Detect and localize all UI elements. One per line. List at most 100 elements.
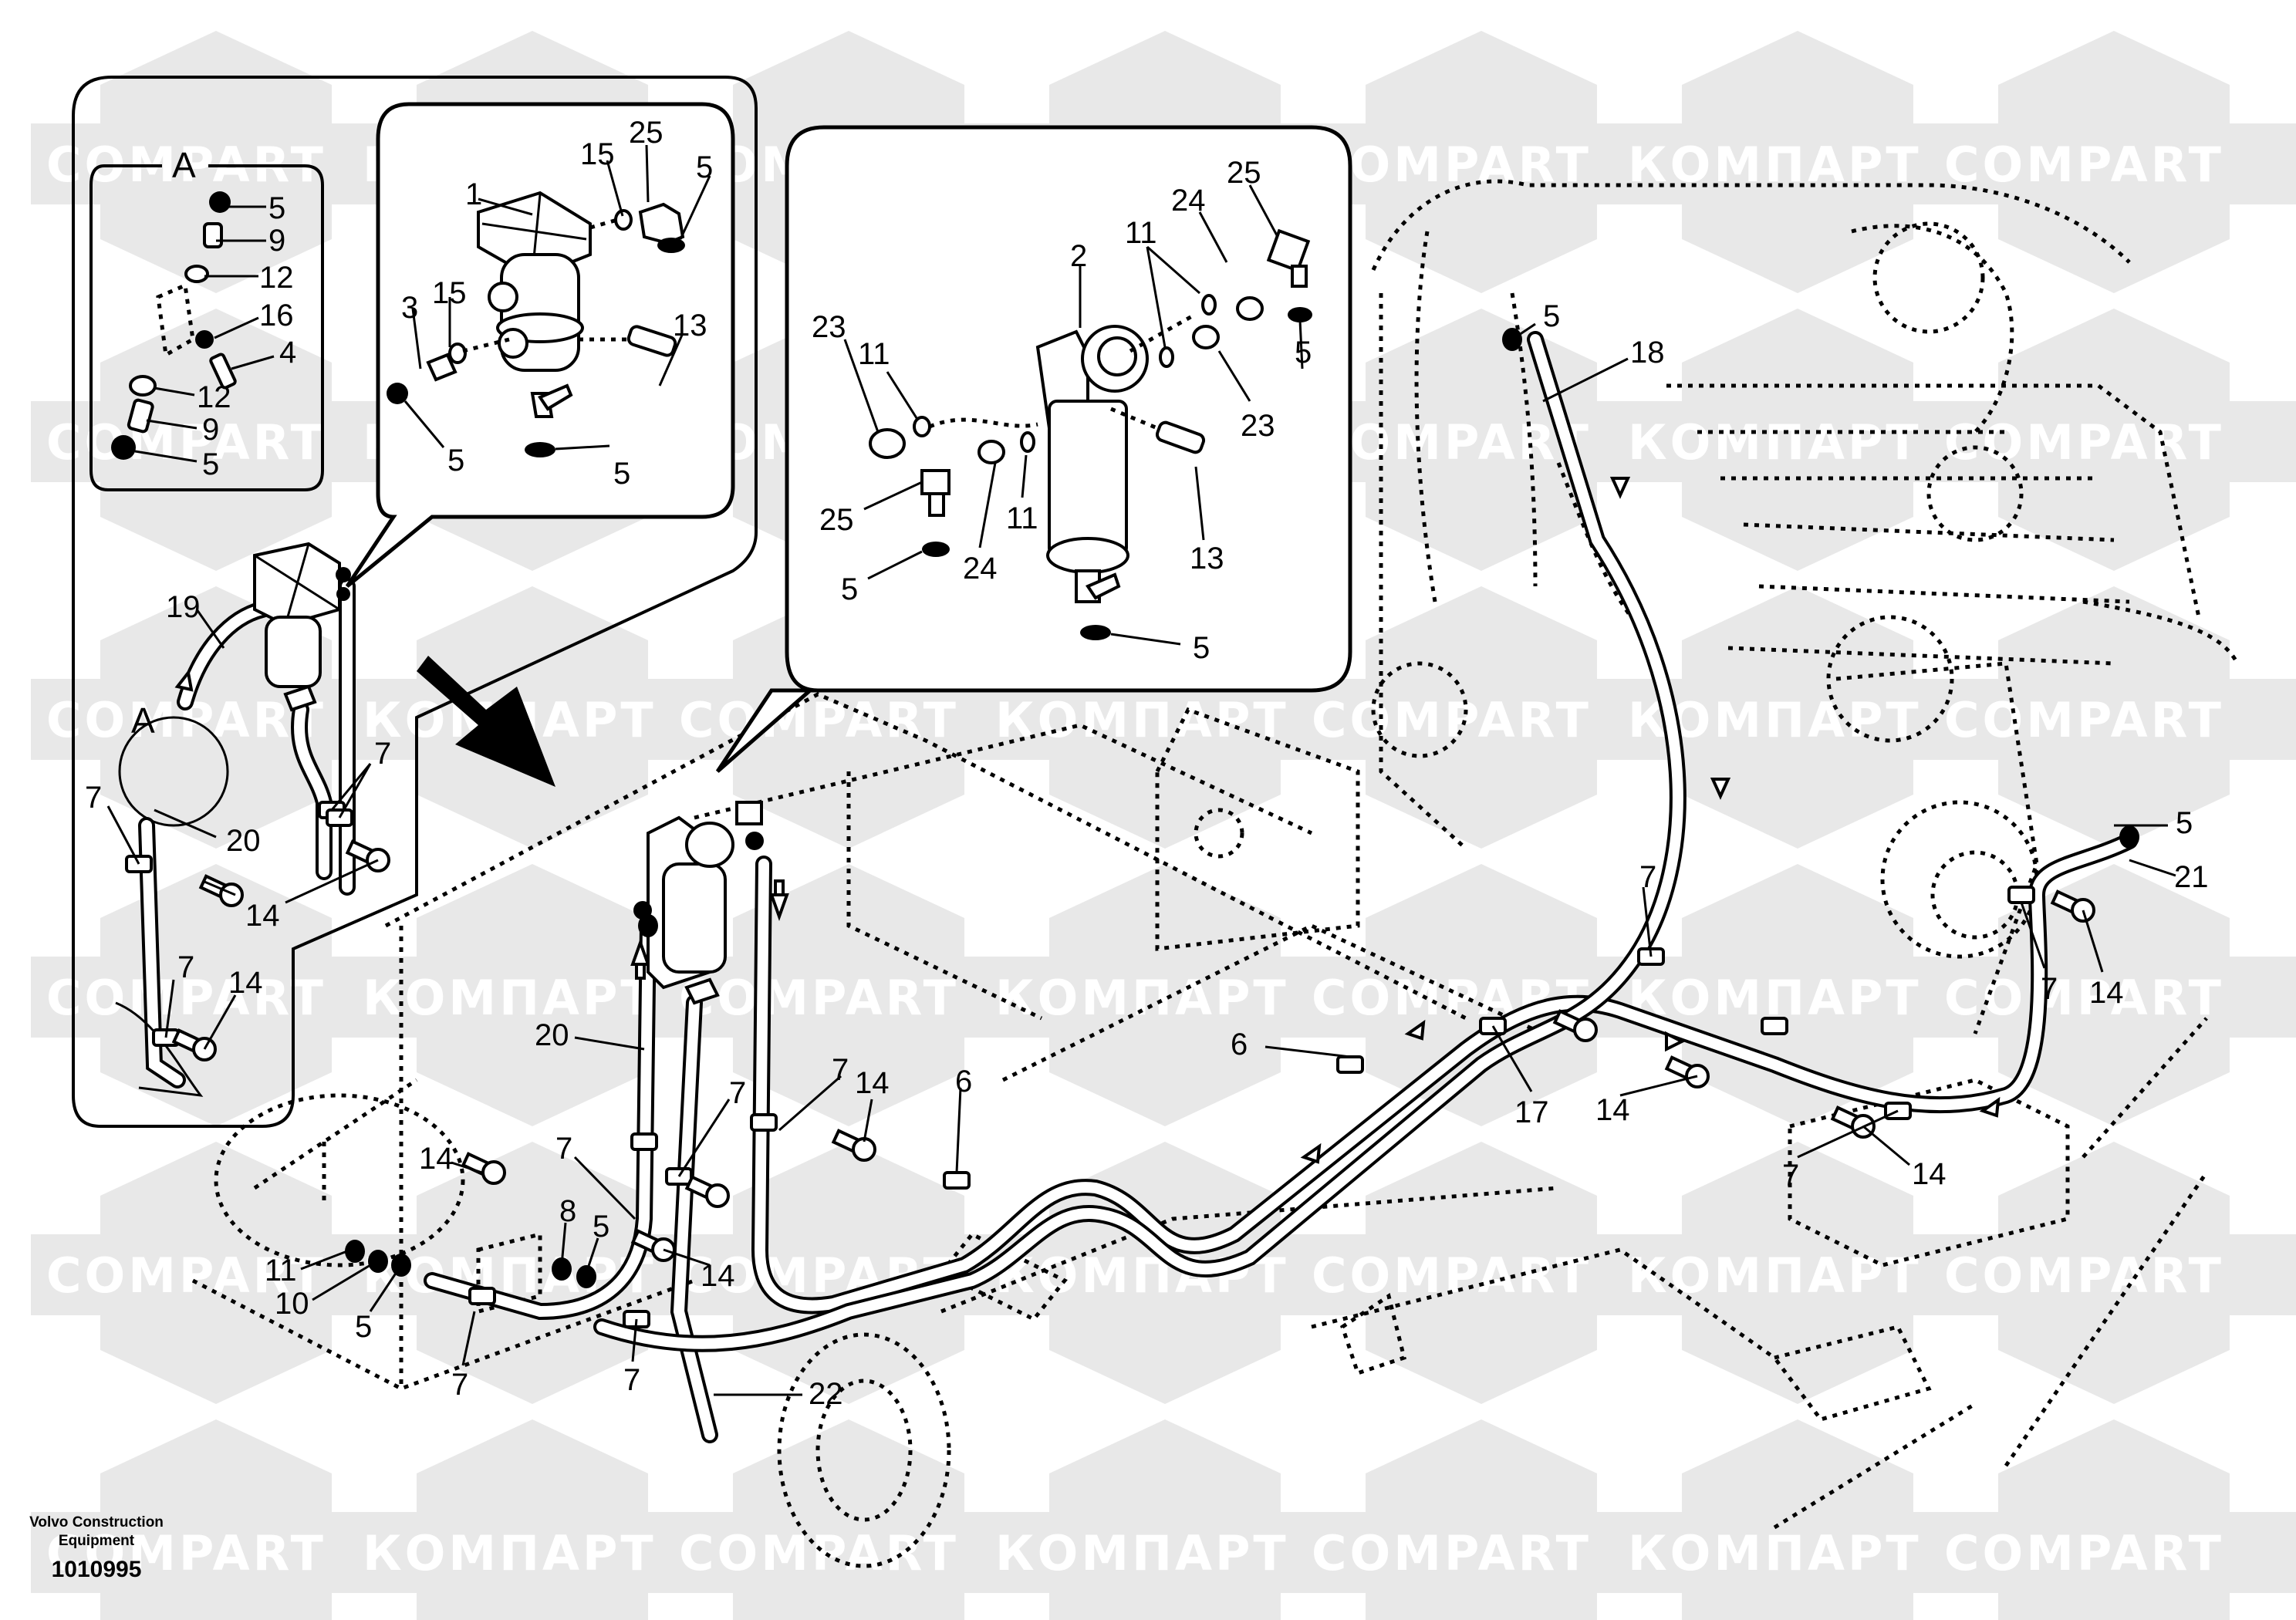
watermark-text: COMPART: [1312, 970, 1592, 1026]
bolt-icon: [831, 1129, 876, 1162]
callout-label: 5: [447, 444, 464, 478]
watermark-text: КОМПАРТ: [363, 1525, 657, 1581]
callout-label: 18: [1630, 336, 1665, 370]
callout-label: 23: [1241, 409, 1275, 443]
detail-a-view: [89, 164, 324, 491]
publisher-line-1: Volvo Construction: [29, 1514, 164, 1531]
callout-label: 7: [555, 1132, 572, 1166]
callout-label: 5: [1295, 336, 1312, 370]
callout-label: 7: [177, 950, 194, 984]
bolt-icon: [1552, 1009, 1598, 1042]
callout-label: 5: [268, 191, 285, 225]
clamp-icon: [1336, 1055, 1364, 1074]
callout-label: 14: [419, 1142, 454, 1176]
callout-label: 5: [696, 150, 713, 184]
callout-label: 14: [701, 1259, 735, 1293]
inset-filter-2: [715, 125, 1352, 773]
hose-clamp-icon: [2119, 825, 2139, 849]
watermark-tile: COMPART: [1296, 1142, 1666, 1404]
callout-label: 20: [535, 1018, 569, 1052]
callout-label: 14: [1912, 1157, 1947, 1191]
callout-label: 11: [1006, 501, 1038, 535]
callout-label: 15: [580, 137, 615, 171]
watermark-text: COMPART: [1312, 1247, 1592, 1304]
watermark-tile: COMPART: [1929, 31, 2296, 293]
callout-label: 9: [202, 413, 219, 447]
callout-label: 20: [226, 824, 261, 858]
callout-label: 7: [451, 1368, 468, 1402]
watermark-text: COMPART: [679, 692, 959, 748]
watermark-text: COMPART: [46, 1525, 326, 1581]
callout-label: 17: [1514, 1095, 1549, 1129]
hose-clamp-icon: [576, 1265, 596, 1288]
publisher-line-2: Equipment: [58, 1533, 135, 1549]
callout-label: 15: [432, 276, 467, 310]
watermark-text: КОМПАРТ: [995, 692, 1289, 748]
leader-lines: [106, 322, 2176, 1396]
callout-label: 14: [245, 899, 280, 933]
callout-label: 8: [559, 1194, 576, 1228]
fuel-filter-left: [253, 542, 351, 712]
clamp-icon: [750, 1113, 778, 1132]
clamp-icon: [943, 1171, 971, 1190]
watermark-tile: COMPART: [663, 1419, 1034, 1620]
callout-label: 13: [673, 309, 707, 343]
inset-filter-1: [345, 102, 735, 588]
callout-label: 24: [1171, 184, 1206, 218]
watermark-tile: КОМПАРТ: [1612, 31, 1983, 293]
callout-label: 7: [729, 1076, 746, 1110]
watermark-text: COMPART: [46, 970, 326, 1026]
fuel-filter-main: [633, 801, 764, 1005]
callout-label: 5: [593, 1210, 609, 1244]
bolt-icon: [684, 1175, 730, 1208]
callout-label: 24: [963, 552, 998, 586]
callout-label: 11: [1125, 216, 1157, 250]
callout-label: 4: [279, 336, 296, 370]
watermark-text: КОМПАРТ: [995, 1525, 1289, 1581]
watermark-tile: COMPART: [31, 1419, 401, 1620]
callout-label: 22: [809, 1377, 843, 1411]
watermark-text: COMPART: [1944, 414, 2224, 471]
watermark-text: COMPART: [46, 1247, 326, 1304]
callout-labels: A 5 9 12 16 4 12 9 5 25 15 5 1 3 15 13 5…: [85, 116, 2209, 1411]
callout-label: 10: [275, 1287, 309, 1321]
watermark-tile: COMPART: [31, 1142, 401, 1404]
watermark-text: COMPART: [1944, 692, 2224, 748]
hose-clamp-icon: [552, 1257, 572, 1281]
hose-clamp-icon: [345, 1240, 365, 1263]
clamp-icon: [2007, 886, 2035, 904]
callout-label: 7: [623, 1363, 640, 1397]
watermark-text: COMPART: [1312, 414, 1592, 471]
watermark-text: COMPART: [679, 970, 959, 1026]
watermark-tile: COMPART: [1929, 309, 2296, 571]
callout-label: 11: [858, 337, 890, 371]
callout-label: 6: [955, 1065, 972, 1099]
flow-arrows: [174, 477, 2001, 1164]
watermark-tile: КОМПАРТ: [1612, 1419, 1983, 1620]
watermark-text: COMPART: [46, 414, 326, 471]
watermark-tile: КОМПАРТ: [347, 864, 718, 1126]
detail-a-marker-label: A: [131, 700, 155, 741]
callout-label: 21: [2174, 860, 2209, 894]
callout-label: 7: [374, 737, 391, 771]
clamp-icon: [630, 1132, 658, 1151]
watermark-tile: COMPART: [1296, 31, 1666, 293]
watermark-text: КОМПАРТ: [1628, 414, 1922, 471]
callout-label: 5: [841, 572, 858, 606]
clamp-icon: [1761, 1017, 1788, 1035]
callout-label: 5: [2176, 806, 2193, 840]
machine-frame-outline: [191, 692, 1776, 1568]
watermark-tile: COMPART: [1929, 1419, 2296, 1620]
watermark-text: COMPART: [1944, 1525, 2224, 1581]
watermark-tile: КОМПАРТ: [1612, 1142, 1983, 1404]
callout-label: 11: [265, 1254, 297, 1288]
callout-label: 7: [85, 781, 102, 815]
callout-label: 7: [1639, 860, 1656, 894]
watermark-tile: COMPART: [31, 31, 401, 293]
watermark-tile: КОМПАРТ: [347, 586, 718, 849]
callout-label: 14: [2089, 976, 2124, 1010]
callout-label: 25: [819, 503, 854, 537]
engine-outline: [1155, 179, 2240, 1530]
watermark-tile: COMPART: [663, 864, 1034, 1126]
